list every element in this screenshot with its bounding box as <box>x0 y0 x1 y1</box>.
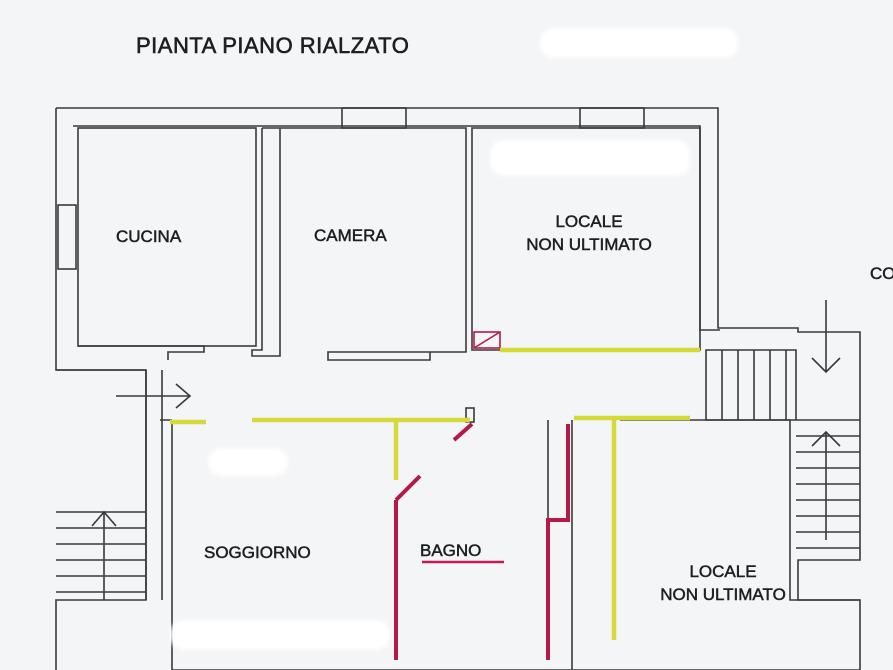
new-walls <box>170 347 700 640</box>
room-label-soggiorno: SOGGIORNO <box>204 543 311 563</box>
redaction-title <box>540 28 738 58</box>
room-label-camera: CAMERA <box>314 226 387 246</box>
edge-label: CO <box>870 264 893 284</box>
stair-right <box>705 349 797 421</box>
camera-room <box>251 128 281 357</box>
demolished-walls <box>394 422 570 660</box>
locale-top-line1: LOCALE <box>555 212 623 232</box>
stair-left <box>56 511 146 593</box>
entry-arrow <box>116 383 192 409</box>
room-label-cucina: CUCINA <box>116 227 182 247</box>
redaction-top <box>490 140 690 176</box>
redaction-bottom <box>170 620 390 650</box>
redaction-mid <box>208 448 288 476</box>
room-label-locale-bottom: LOCALE NON ULTIMATO <box>628 560 818 606</box>
room-label-locale-top: LOCALE NON ULTIMATO <box>494 210 684 256</box>
locale-bottom-line1: LOCALE <box>689 562 757 582</box>
locale-top-line2: NON ULTIMATO <box>526 235 652 255</box>
plan-title: PIANTA PIANO RIALZATO <box>136 33 410 58</box>
walls <box>55 107 861 670</box>
locale-bottom-line2: NON ULTIMATO <box>660 585 786 605</box>
room-label-bagno: BAGNO <box>420 541 482 561</box>
